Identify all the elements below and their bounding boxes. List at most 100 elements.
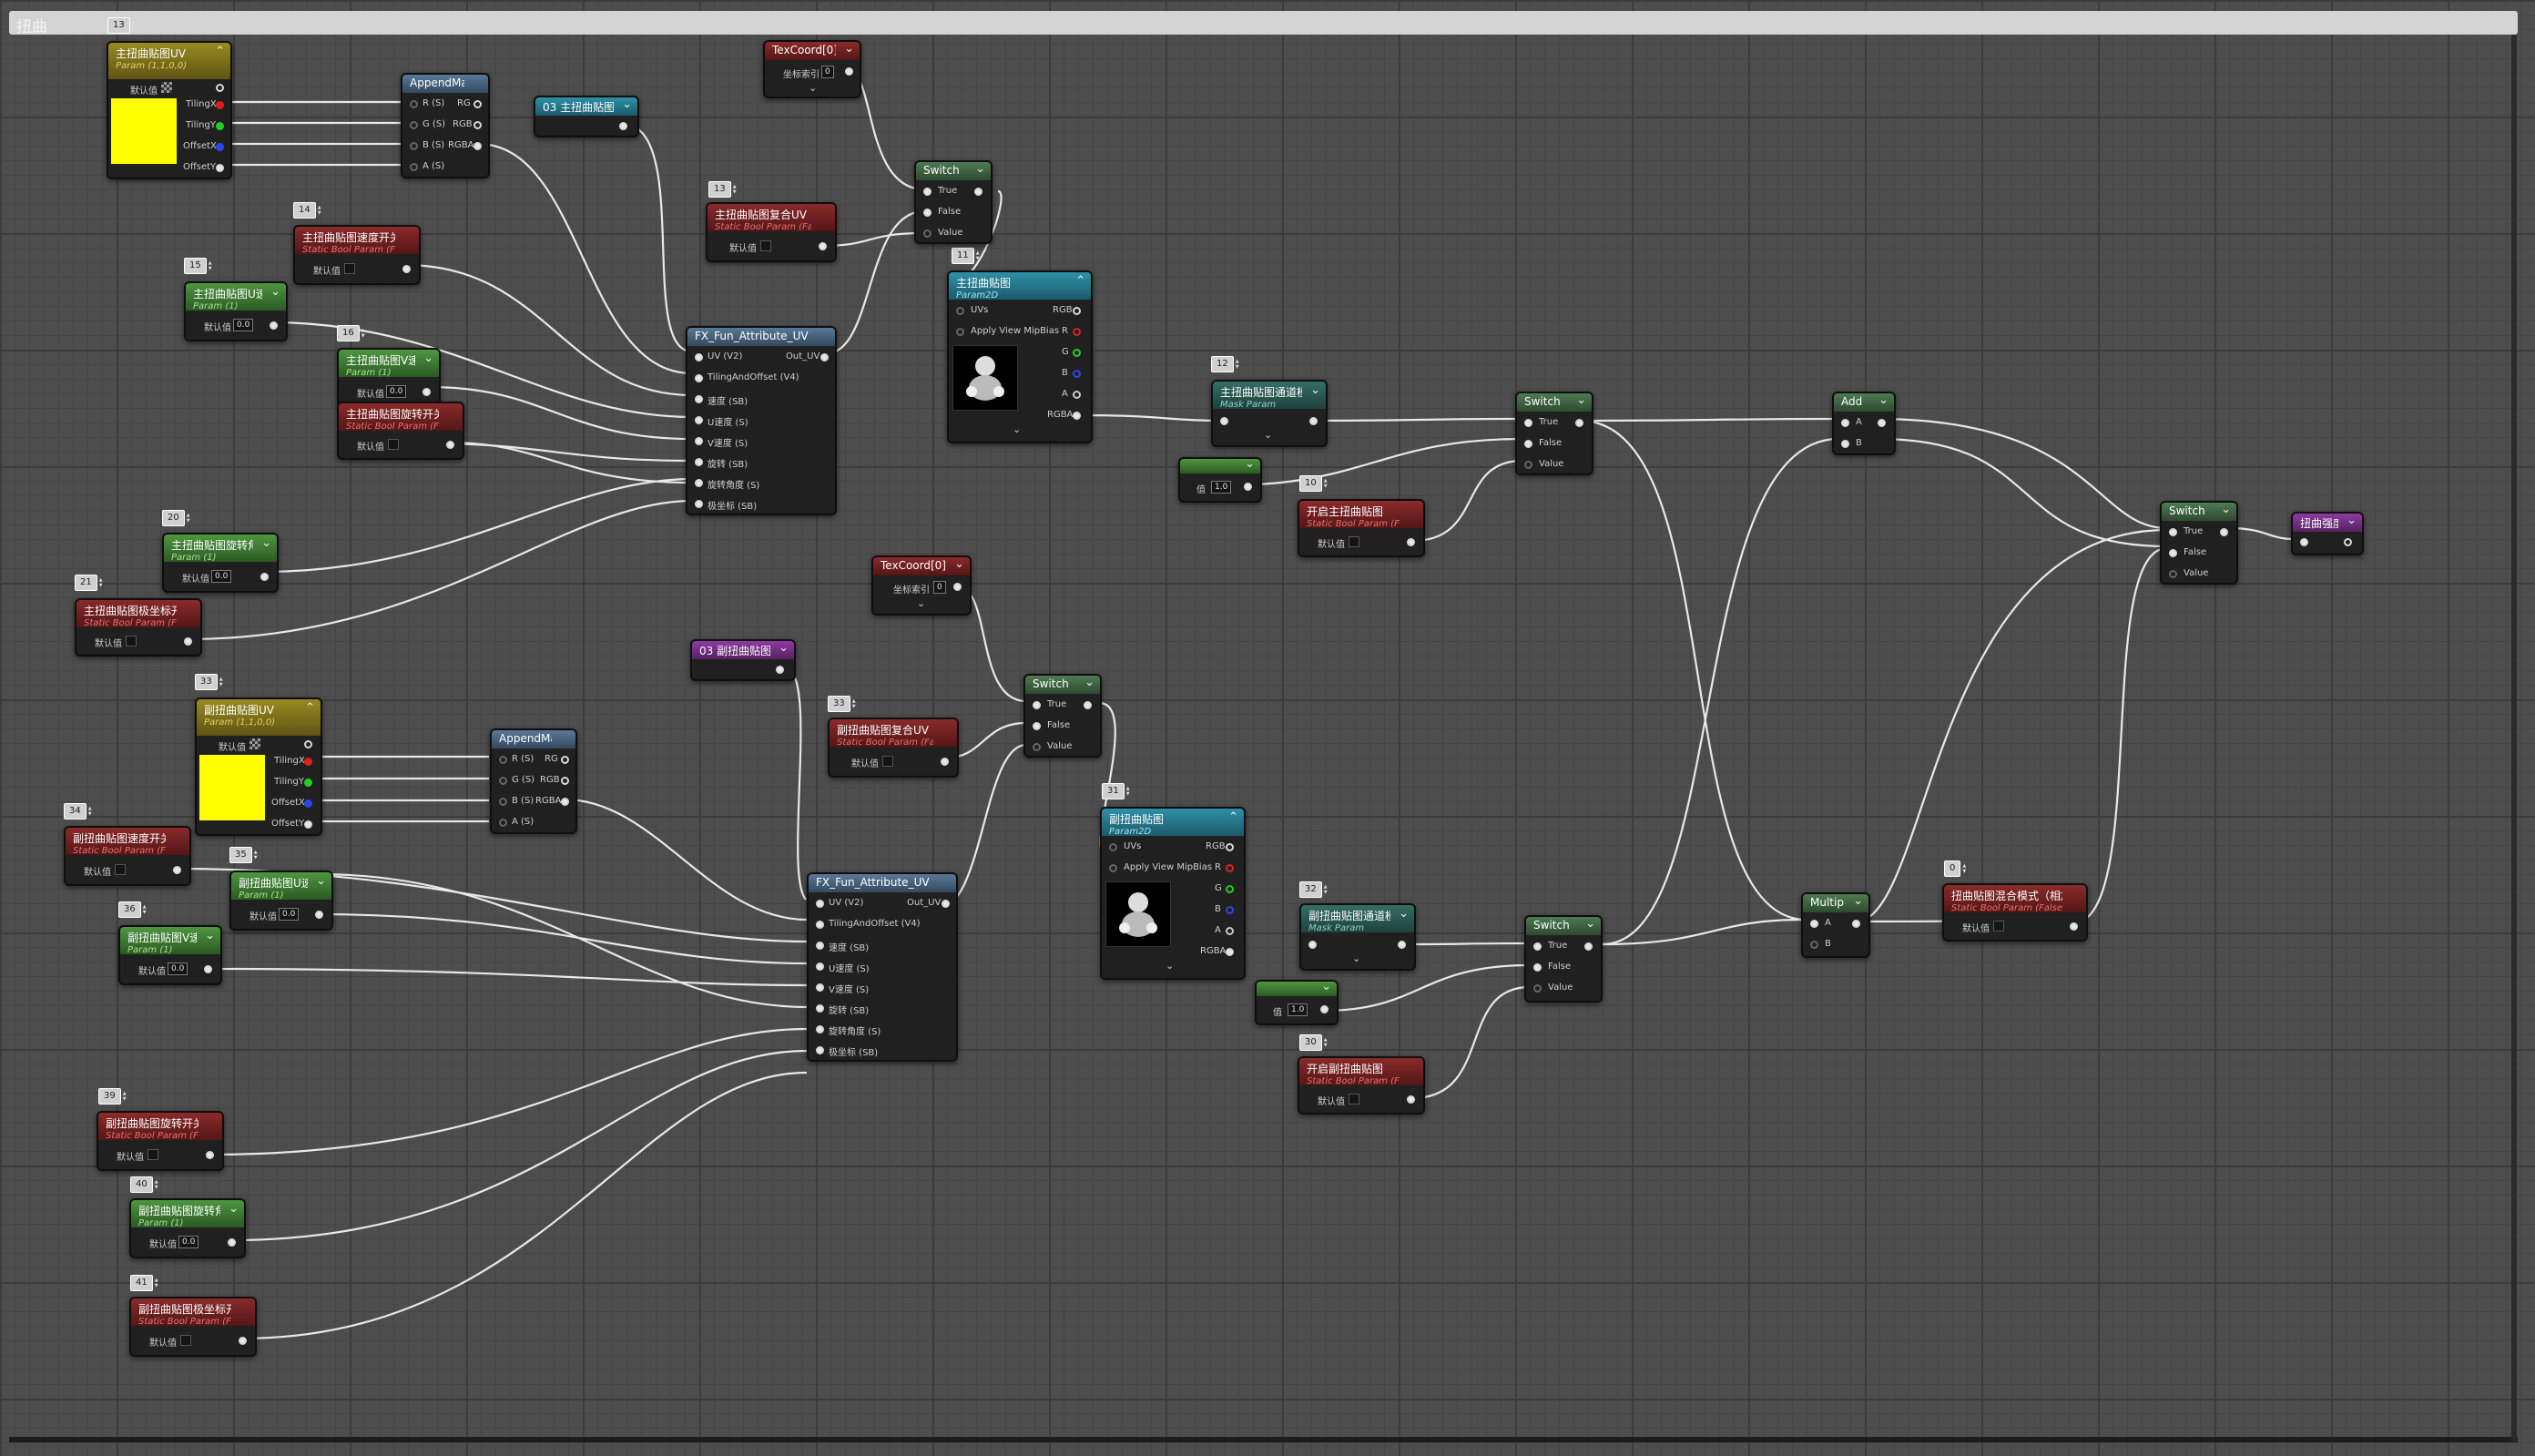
output-pin[interactable]	[473, 121, 482, 129]
sub-polar-switch-node[interactable]: 副扭曲贴图极坐标开关 Static Bool Param (False) 默认值	[129, 1297, 257, 1357]
true-input-pin[interactable]	[1533, 942, 1542, 951]
sub-enable-switch-node[interactable]: Switch ⌄ True False Value	[1524, 915, 1603, 1003]
comment-badge[interactable]: 31	[1102, 783, 1131, 799]
chevron-down-icon[interactable]: ⌄	[229, 1202, 239, 1216]
chevron-down-icon[interactable]: ⌄	[844, 42, 854, 56]
bool-checkbox[interactable]	[180, 1335, 191, 1346]
r-output-pin[interactable]	[1073, 328, 1081, 336]
tilingx-pin[interactable]	[216, 101, 224, 109]
node-header[interactable]: 副扭曲贴图通道模式 Mask Param ⌄	[1301, 905, 1414, 933]
chevron-up-icon[interactable]: ⌃	[1228, 810, 1238, 824]
comment-badge[interactable]: 0	[1944, 860, 1969, 877]
input-pin[interactable]	[695, 500, 703, 508]
node-header[interactable]: 副扭曲贴图复合UV Static Bool Param (False)	[830, 719, 957, 748]
output-pin[interactable]	[1407, 1095, 1415, 1104]
comment-badge[interactable]: 21	[75, 575, 104, 591]
texcoord-node[interactable]: TexCoord[0] ⌄ 坐标索引 0 ⌄	[763, 40, 861, 98]
chevron-up-icon[interactable]: ⌃	[305, 701, 315, 715]
output-pin[interactable]	[1320, 1005, 1329, 1013]
output-pin[interactable]	[1852, 920, 1860, 928]
output-pin[interactable]	[561, 777, 569, 785]
comment-badge[interactable]: 35	[229, 847, 259, 863]
output-pin[interactable]	[1244, 483, 1252, 491]
node-header[interactable]: Switch ⌄	[1025, 676, 1100, 694]
bool-checkbox[interactable]	[1349, 1094, 1359, 1105]
comment-badge[interactable]: 13	[107, 17, 137, 34]
bool-checkbox[interactable]	[388, 439, 399, 450]
comment-badge[interactable]: 11	[952, 248, 981, 264]
node-header[interactable]: 副扭曲贴图旋转角度 Param (1) ⌄	[131, 1200, 244, 1228]
node-header[interactable]: TexCoord[0] ⌄	[765, 42, 860, 60]
comment-badge[interactable]: 33	[828, 696, 857, 712]
offsety-pin[interactable]	[216, 164, 224, 172]
rgba-output-pin[interactable]	[1226, 948, 1234, 956]
main-rotate-angle-param-node[interactable]: 主扭曲贴图旋转角度 Param (1) ⌄ 默认值 0.0	[162, 533, 279, 593]
append-many-node[interactable]: AppendMany R (S) RG G (S) RGB B (S) RGBA…	[401, 73, 490, 178]
input-pin[interactable]	[1308, 941, 1317, 949]
value-input-pin[interactable]	[1533, 984, 1542, 993]
output-pin[interactable]	[446, 441, 454, 449]
bool-checkbox[interactable]	[1349, 536, 1359, 547]
main-polar-switch-node[interactable]: 主扭曲贴图极坐标开关 Static Bool Param (False) 默认值	[75, 598, 202, 657]
output-pin[interactable]	[184, 637, 192, 646]
output-pin[interactable]	[561, 798, 569, 806]
chevron-down-icon[interactable]: ⌄	[1084, 676, 1094, 689]
output-pin[interactable]	[1407, 538, 1415, 546]
comment-badge[interactable]: 10	[1299, 475, 1329, 492]
sub-uv-vector-param-node[interactable]: 副扭曲贴图UV Param (1,1,0,0) ⌃ 默认值 TilingX Ti…	[195, 697, 322, 836]
sub-v-speed-param-node[interactable]: 副扭曲贴图V速度 Param (1) ⌄ 默认值 0.0	[118, 925, 222, 985]
chevron-down-icon[interactable]: ⌄	[1585, 917, 1595, 931]
color-swatch[interactable]	[199, 754, 266, 821]
node-header[interactable]: 主扭曲贴图旋转角度 Param (1) ⌄	[164, 535, 277, 563]
bool-checkbox[interactable]	[760, 240, 771, 251]
output-pin[interactable]	[776, 666, 784, 674]
node-header[interactable]: 主扭曲贴图极坐标开关 Static Bool Param (False)	[76, 600, 200, 628]
bool-checkbox[interactable]	[344, 263, 355, 274]
node-header[interactable]: 03 副扭曲贴图UV ⌄	[692, 641, 794, 659]
add-node[interactable]: Add ⌄ A B	[1832, 392, 1896, 455]
input-pin[interactable]	[816, 921, 824, 929]
fx-fun-attribute-uv-node[interactable]: FX_Fun_Attribute_UV UV (V2) Out_UV Tilin…	[686, 326, 837, 515]
node-header[interactable]: 主扭曲贴图通道模式 Mask Param ⌄	[1213, 382, 1326, 410]
chevron-down-icon[interactable]: ⌄	[622, 97, 632, 111]
chevron-down-icon[interactable]: ⌄	[1013, 423, 1022, 435]
sub-switch-node[interactable]: Switch ⌄ True False Value	[1023, 674, 1102, 758]
node-header[interactable]: 副扭曲贴图V速度 Param (1) ⌄	[120, 927, 220, 955]
node-header[interactable]: 主扭曲贴图UV Param (1,1,0,0) ⌃	[108, 43, 230, 79]
node-header[interactable]: Switch ⌄	[1517, 393, 1592, 412]
value-input-pin[interactable]	[2169, 570, 2177, 578]
uvs-input-pin[interactable]	[1109, 843, 1117, 851]
offsety-pin[interactable]	[304, 820, 312, 829]
input-pin[interactable]	[1220, 417, 1228, 425]
comment-badge[interactable]: 34	[64, 803, 93, 820]
output-pin[interactable]	[819, 242, 827, 250]
input-pin[interactable]	[816, 900, 824, 908]
output-pin[interactable]	[1084, 701, 1092, 709]
chevron-up-icon[interactable]: ⌃	[215, 45, 225, 58]
comment-badge[interactable]: 30	[1299, 1034, 1329, 1051]
comment-badge[interactable]: 20	[162, 510, 191, 526]
comment-badge[interactable]: 40	[130, 1176, 159, 1193]
switch-node[interactable]: Switch ⌄ True False Value	[914, 160, 993, 244]
false-input-pin[interactable]	[923, 209, 932, 217]
node-header[interactable]: AppendMany	[492, 730, 575, 748]
main-uv-combine-bool-node[interactable]: 主扭曲贴图复合UV Static Bool Param (False) 默认值	[706, 202, 837, 262]
output-pin[interactable]	[473, 142, 482, 150]
sub-speed-switch-node[interactable]: 副扭曲贴图速度开关 Static Bool Param (False) 默认值	[64, 826, 191, 886]
output-pin[interactable]	[1584, 942, 1593, 951]
node-header[interactable]: 副扭曲贴图旋转开关 Static Bool Param (False)	[98, 1113, 222, 1141]
output-pin[interactable]	[422, 388, 431, 396]
output-pin[interactable]	[239, 1337, 247, 1345]
comment-box-header[interactable]: 扭曲	[9, 11, 2518, 36]
sub-u-speed-param-node[interactable]: 副扭曲贴图U速度 Param (1) ⌄ 默认值 0.0	[229, 871, 333, 931]
input-pin[interactable]	[410, 121, 418, 129]
input-pin[interactable]	[2300, 538, 2308, 546]
color-swatch[interactable]	[110, 97, 178, 165]
constant-node[interactable]: ⌄ 值 1.0	[1178, 457, 1262, 503]
bool-checkbox[interactable]	[126, 636, 137, 647]
bool-checkbox[interactable]	[148, 1149, 158, 1160]
true-input-pin[interactable]	[2169, 528, 2177, 536]
input-pin[interactable]	[695, 353, 703, 361]
comment-badge[interactable]: 32	[1299, 881, 1329, 898]
